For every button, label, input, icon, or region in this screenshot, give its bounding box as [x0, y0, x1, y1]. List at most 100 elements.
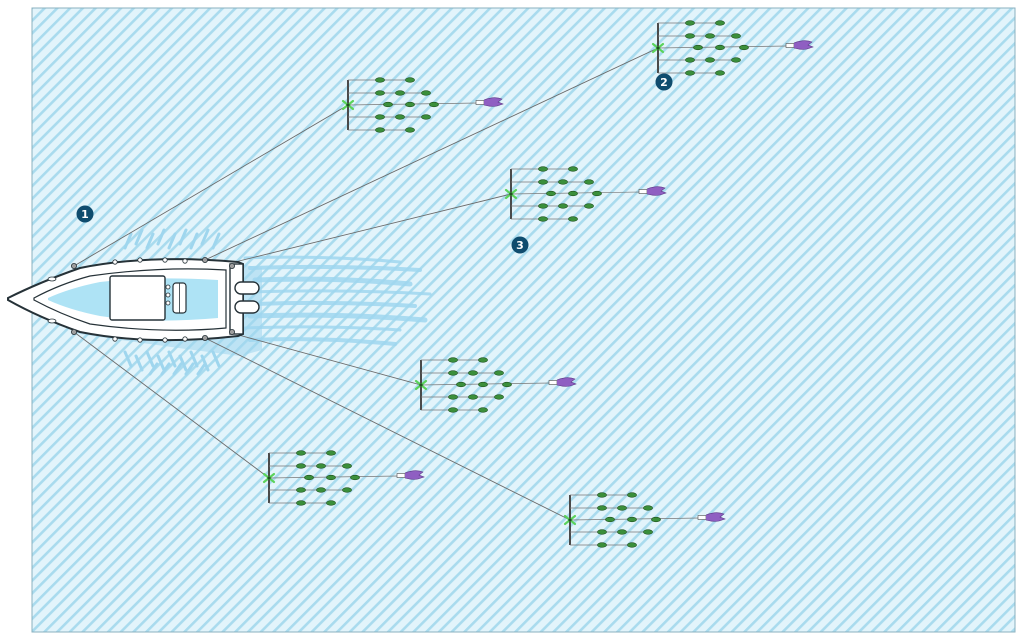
- center-console-boat-icon: [7, 256, 260, 343]
- float-icon: [468, 394, 478, 400]
- spray-mark: [148, 362, 159, 376]
- float-icon: [375, 127, 385, 133]
- float-icon: [421, 90, 431, 96]
- float-icon: [383, 101, 393, 108]
- tow-line: [234, 193, 512, 263]
- callout-2: 2: [655, 73, 673, 91]
- wake-streak: [248, 289, 432, 296]
- float-icon: [627, 516, 637, 523]
- spray-mark: [134, 228, 144, 246]
- float-icon: [739, 44, 749, 51]
- float-icon: [342, 487, 352, 493]
- wake-streak: [248, 264, 422, 272]
- float-icon: [685, 20, 695, 26]
- boat-gunwale: [33, 268, 227, 331]
- float-icon: [316, 487, 326, 493]
- float-icon: [651, 516, 661, 523]
- tow-line: [204, 47, 659, 261]
- float-icon: [296, 463, 306, 469]
- float-icon: [568, 166, 578, 172]
- float-icon: [448, 357, 458, 363]
- float-icon: [296, 487, 306, 493]
- wake-streak: [247, 312, 428, 323]
- float-icon: [326, 450, 336, 456]
- gunwale-rod-holder: [162, 337, 168, 343]
- float-icon: [715, 20, 725, 26]
- line-clip: [228, 328, 235, 335]
- spray-mark: [123, 232, 133, 250]
- float-icon: [643, 529, 653, 535]
- float-icon: [705, 57, 715, 63]
- line-clip: [201, 256, 208, 263]
- float-icon: [494, 394, 504, 400]
- float-icon: [538, 166, 548, 172]
- lure-head: [638, 189, 648, 194]
- float-icon: [584, 179, 594, 185]
- tow-line: [73, 331, 270, 479]
- float-icon: [304, 474, 314, 481]
- gunwale-rod-holder: [162, 257, 168, 263]
- float-icon: [731, 57, 741, 63]
- wake-streak: [248, 337, 397, 346]
- callout-1: 1: [76, 205, 94, 223]
- spray-mark: [211, 350, 221, 368]
- bow-cleat: [47, 318, 57, 324]
- float-icon: [558, 203, 568, 209]
- callout-label: 3: [516, 239, 524, 252]
- float-icon: [296, 500, 306, 506]
- swivel-center: [568, 518, 572, 522]
- swivel-center: [419, 383, 423, 387]
- spray-mark: [200, 228, 210, 246]
- rod-holder: [165, 284, 171, 290]
- gunwale-rod-holder: [137, 257, 143, 263]
- wake-streak: [243, 325, 402, 332]
- squid-lure-icon: [404, 470, 425, 480]
- wake-streak: [243, 255, 402, 264]
- swivel-center: [656, 46, 660, 50]
- float-icon: [715, 70, 725, 76]
- spreader-bar-icon: [651, 20, 814, 76]
- bow-cleat: [47, 276, 57, 282]
- squid-lure-icon: [556, 377, 577, 387]
- tow-lines: [73, 47, 659, 521]
- lure-head: [396, 473, 406, 478]
- float-icon: [395, 114, 405, 120]
- spreader-bar-icon: [262, 450, 425, 506]
- float-icon: [643, 505, 653, 511]
- float-icon: [375, 114, 385, 120]
- lure-head: [697, 515, 707, 520]
- float-icon: [538, 179, 548, 185]
- spreader-bar-icon: [414, 357, 577, 413]
- float-icon: [558, 179, 568, 185]
- gunwale-rod-holder: [112, 336, 118, 342]
- gunwale-rod-holder: [182, 258, 188, 264]
- float-icon: [429, 101, 439, 108]
- float-icon: [405, 127, 415, 133]
- spray-mark: [189, 232, 199, 250]
- float-icon: [592, 190, 602, 197]
- lure-head: [475, 100, 485, 105]
- float-icon: [538, 203, 548, 209]
- spray-mark: [160, 362, 171, 376]
- float-icon: [538, 216, 548, 222]
- float-icon: [296, 450, 306, 456]
- line-clip: [71, 328, 78, 335]
- spray-mark: [189, 350, 199, 368]
- center-console: [109, 275, 166, 321]
- callout-badge: [655, 73, 673, 91]
- float-icon: [326, 474, 336, 481]
- float-icon: [597, 505, 607, 511]
- float-icon: [375, 90, 385, 96]
- tow-line: [204, 337, 571, 521]
- float-icon: [448, 407, 458, 413]
- spray-mark: [178, 228, 188, 246]
- spray-mark: [134, 354, 144, 372]
- tow-line: [73, 104, 349, 267]
- spray-mark: [145, 232, 155, 250]
- float-icon: [478, 357, 488, 363]
- callout-label: 2: [660, 76, 668, 89]
- rod-holder: [165, 292, 171, 298]
- squid-lure-icon: [705, 512, 726, 522]
- float-icon: [468, 370, 478, 376]
